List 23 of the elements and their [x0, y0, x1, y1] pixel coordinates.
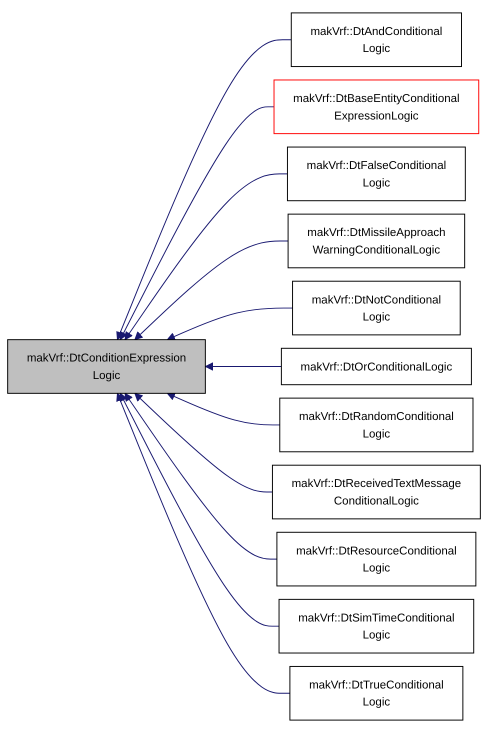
arrow [116, 392, 290, 694]
arrow [134, 240, 289, 340]
node-box: makVrf::DtResourceConditional Logic [276, 532, 476, 586]
arrow [124, 173, 288, 340]
arrow [116, 39, 292, 340]
arrow [134, 392, 273, 493]
node-box: makVrf::DtConditionExpression Logic [7, 339, 206, 394]
arrow [166, 308, 294, 340]
node-box: makVrf::DtRandomConditional Logic [279, 398, 474, 452]
node-box: makVrf::DtFalseConditional Logic [286, 146, 466, 202]
arrow [166, 392, 280, 426]
arrow [120, 106, 274, 340]
node-box: makVrf::DtTrueConditional Logic [289, 666, 464, 721]
node-box: makVrf::DtSimTimeConditional Logic [278, 598, 474, 654]
node-box: makVrf::DtReceivedTextMessage ConditionalLogic [272, 464, 481, 520]
arrow [124, 392, 278, 560]
node-box: makVrf::DtOrConditionalLogic [280, 348, 472, 386]
node-box: makVrf::DtNotConditional Logic [292, 280, 461, 336]
node-box: makVrf::DtAndConditional Logic [290, 12, 462, 68]
arrow [120, 392, 280, 627]
arrow [204, 362, 282, 371]
node-box: makVrf::DtBaseEntityConditional ExpressionLogic [274, 80, 480, 134]
node-box: makVrf::DtMissileApproach WarningConditionalLogic [288, 214, 466, 268]
